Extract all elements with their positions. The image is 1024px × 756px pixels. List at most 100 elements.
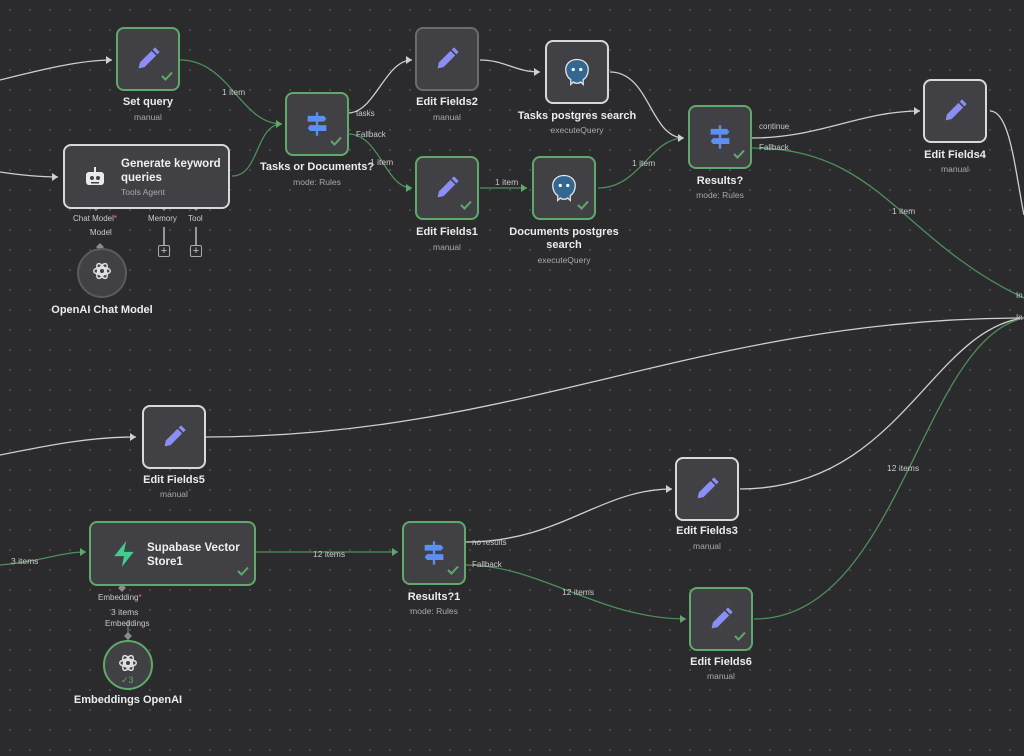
pencil-icon (691, 589, 751, 649)
port-memory-label: Memory (148, 214, 177, 223)
robot-icon (83, 165, 107, 194)
edge-label: 1 item (632, 158, 656, 168)
port-chat-model-label: Chat Model* (73, 214, 118, 223)
node-title: Edit Fields3 (676, 525, 738, 537)
node-title: Supabase Vector Store1 (147, 542, 240, 568)
edge-label: 1 item (370, 157, 394, 167)
postgres-icon (534, 158, 594, 218)
node-documents-postgres-search[interactable] (532, 156, 596, 220)
node-subtitle: executeQuery (537, 255, 591, 265)
port-fallback-label: Fallback (356, 130, 386, 139)
node-results[interactable] (688, 105, 752, 169)
node-title: Edit Fields6 (690, 656, 752, 668)
node-edit-fields6[interactable] (689, 587, 753, 651)
node-subtitle: executeQuery (550, 125, 604, 135)
edge-in-setquery (0, 59, 113, 81)
node-openai-chat-model[interactable] (77, 248, 127, 298)
openai-icon (117, 652, 139, 679)
switch-icon (690, 107, 750, 167)
edge-label: 1 item (892, 206, 916, 216)
node-title: Generate keyword queries (121, 158, 221, 184)
edge-noresults-edit3 (465, 488, 673, 543)
node-subtitle: manual (693, 541, 721, 551)
node-title: Documents postgres search (509, 226, 619, 251)
node-edit-fields2[interactable] (415, 27, 479, 91)
edge-label: 3 items (111, 607, 139, 617)
openai-icon (91, 260, 113, 287)
success-check-icon (733, 146, 745, 164)
edge-docspg-results (597, 137, 685, 189)
node-edit-fields5[interactable] (142, 405, 206, 469)
node-subtitle: mode: Rules (410, 606, 458, 616)
success-check-icon (447, 562, 459, 580)
node-title: Embeddings OpenAI (73, 694, 183, 706)
success-check-icon (161, 68, 173, 86)
edge-label: 12 items (887, 463, 920, 473)
edge-edit2-taskspg (479, 59, 541, 73)
edge-label: 1 item (495, 177, 519, 187)
node-set-query[interactable] (116, 27, 180, 91)
node-subtitle: mode: Rules (696, 190, 744, 200)
node-title: OpenAI Chat Model (51, 304, 153, 316)
success-check-icon (577, 197, 589, 215)
add-memory-button[interactable]: + (158, 245, 170, 257)
switch-icon (404, 523, 464, 583)
node-edit-fields3[interactable] (675, 457, 739, 521)
edge-left-edit5 (0, 436, 137, 456)
port-tasks-label: tasks (356, 109, 375, 118)
pencil-icon (925, 81, 985, 141)
port-embedding-label: Embedding* (98, 593, 142, 602)
node-edit-fields4[interactable] (923, 79, 987, 143)
node-title: Set query (122, 96, 174, 108)
node-tasks-or-documents[interactable] (285, 92, 349, 156)
success-check-icon (734, 628, 746, 646)
edge-edit3-right (739, 317, 1024, 490)
edge-results-fallback-right (751, 147, 1024, 299)
pencil-icon (144, 407, 204, 467)
port-in-label: In (1016, 313, 1023, 322)
port-fallback-label: Fallback (759, 143, 789, 152)
edge-label: 1 item (222, 87, 246, 97)
edge-edit5-right (205, 317, 1024, 438)
edge-tasks-edit2 (347, 59, 413, 114)
node-subtitle: manual (707, 671, 735, 681)
success-check-icon (237, 563, 249, 581)
node-generate-keyword-queries[interactable]: Generate keyword queries Tools Agent (63, 144, 230, 209)
success-count-badge: ✓3 (121, 675, 134, 685)
node-subtitle: mode: Rules (293, 177, 341, 187)
supabase-icon (111, 540, 137, 573)
node-title: Results? (696, 175, 744, 187)
node-edit-fields1[interactable] (415, 156, 479, 220)
edge-setquery-switch (179, 59, 283, 125)
node-results1[interactable] (402, 521, 466, 585)
edge-results-edit4 (751, 110, 921, 139)
node-title: Tasks or Documents? (259, 161, 375, 173)
port-no-results-label: no results (472, 538, 507, 547)
node-tasks-postgres-search[interactable] (545, 40, 609, 104)
edge-label: 12 items (313, 549, 346, 559)
node-title: Results?1 (407, 591, 461, 603)
add-tool-button[interactable]: + (190, 245, 202, 257)
node-subtitle: manual (941, 164, 969, 174)
node-subtitle: manual (433, 242, 461, 252)
node-title: Edit Fields4 (924, 149, 986, 161)
edge-fallback-edit6 (465, 564, 687, 620)
edge-in-generate (0, 171, 59, 178)
node-supabase-vector-store1[interactable]: Supabase Vector Store1 (89, 521, 256, 586)
pencil-icon (417, 158, 477, 218)
postgres-icon (547, 42, 607, 102)
pencil-icon (677, 459, 737, 519)
port-fallback-label: Fallback (472, 560, 502, 569)
port-embeddings-sublabel: Embeddings (105, 619, 150, 628)
node-title: Edit Fields5 (143, 474, 205, 486)
edge-generate-switch (231, 123, 283, 177)
edge-edit6-right (753, 317, 1024, 620)
edge-label: 3 items (11, 556, 39, 566)
node-embeddings-openai[interactable]: ✓3 (103, 640, 153, 690)
edge-edit4-right (989, 110, 1024, 216)
node-subtitle: manual (134, 112, 162, 122)
port-continue-label: continue (759, 122, 790, 131)
pencil-icon (118, 29, 178, 89)
